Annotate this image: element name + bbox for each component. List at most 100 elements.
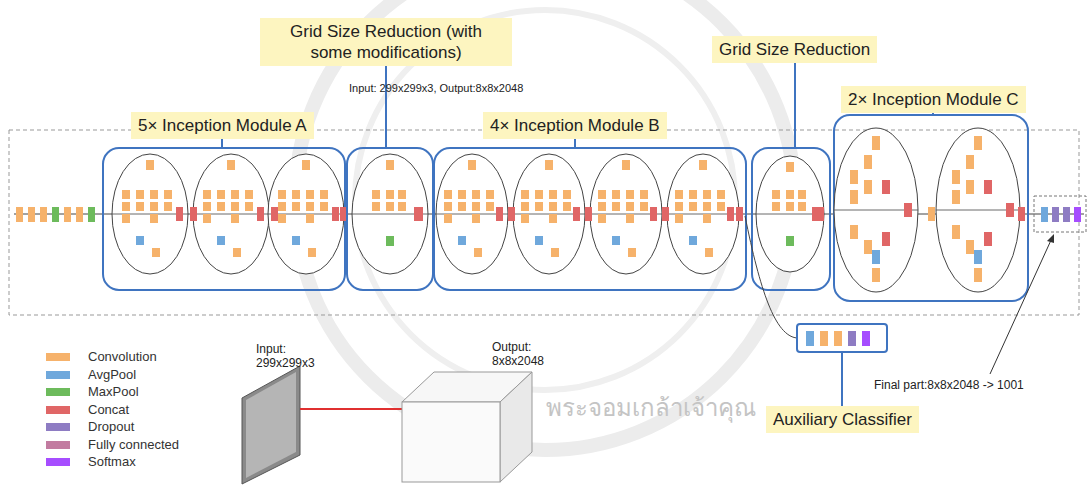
inception-module [936,128,1020,292]
layer-block [468,160,476,170]
inception-module [193,154,269,274]
output-cube-front [402,402,500,482]
output-cube-side [500,372,532,482]
aux-branch [745,216,797,338]
aux-layer [848,331,856,346]
inception-module [513,154,585,274]
layer-block [1018,207,1025,221]
layer-block [231,214,239,223]
layer-block [650,207,657,221]
callout-text: Grid Size Reduction [719,39,870,60]
legend-swatch [46,388,70,396]
layer-block [535,236,543,245]
layer-block [306,214,314,223]
layer-block [278,214,286,223]
layer-block [872,250,880,264]
arrow-head [1047,234,1054,243]
aux-layer [820,331,828,346]
layer-block [227,160,235,170]
inception-module [667,154,739,274]
leader-line [574,139,576,148]
layer-block [486,202,494,211]
layer-block [521,202,529,211]
layer-block [549,190,557,199]
layer-block [152,248,160,257]
layer-block [984,180,992,194]
callout-box: 4× Inception Module B [483,112,667,139]
layer-block [952,190,960,204]
layer-block [386,190,394,199]
module-group [834,115,1028,301]
layer-block [302,160,310,170]
layer-block [217,202,225,211]
layer-block [122,214,130,223]
layer-block [458,190,466,199]
leader-line [841,352,843,406]
dimension-note: Output: 8x8x2048 [492,340,554,368]
layer-block [306,190,314,199]
layer-block [626,214,634,223]
layer-block [864,180,872,194]
inception-module [112,154,188,274]
layer-block [545,160,553,170]
layer-block [176,207,183,221]
layer-block [257,207,264,221]
layer-block [472,214,480,223]
transform-arrow [300,408,412,410]
legend-swatch [46,406,70,414]
callout-box: Auxiliary Classifier [766,406,919,433]
callout-text: Grid Size Reduction (with some modificat… [267,21,505,63]
layer-block [203,190,211,199]
inception-module [352,154,428,274]
module-group [103,148,345,290]
leader-line [385,66,387,148]
layer-block [521,214,529,223]
layer-block [703,214,711,223]
layer-block [786,202,794,211]
layer-block [928,207,935,221]
module-group [434,148,746,290]
callout-text: 4× Inception Module B [490,115,660,136]
dimension-note: Input: 299x299x3, Output:8x8x2048 [349,82,523,95]
layer-block [703,190,711,199]
layer-block [292,236,300,245]
stem-layer [76,207,83,222]
layer-block [772,190,780,199]
layer-block [549,214,557,223]
layer-block [535,202,543,211]
inception-module [268,154,344,274]
legend-text: Convolution [88,349,157,364]
layer-block [271,207,278,221]
layer-block [521,190,529,199]
aux-group [797,324,887,352]
layer-block [508,207,515,221]
layer-block [164,202,172,211]
layer-block [320,202,328,211]
layer-block [727,207,734,221]
layer-block [952,225,960,239]
legend-swatch [46,441,70,449]
layer-block [372,190,380,199]
layer-block [717,190,725,199]
layer-block [563,202,571,211]
layer-block [850,170,858,184]
final-layer [1041,207,1048,222]
layer-block [864,155,872,169]
layer-block [798,190,806,199]
layer-block [689,236,697,245]
layer-block [872,268,880,282]
layer-block [486,190,494,199]
network-frame [9,130,1079,315]
callout-box: Grid Size Reduction (with some modificat… [260,18,512,66]
legend-text: Dropout [88,419,134,434]
layer-block [772,202,780,211]
layer-block [974,250,982,264]
layer-block [231,202,239,211]
layer-block [699,160,707,170]
layer-block [136,190,144,199]
legend-text: AvgPool [88,367,136,382]
layer-block [292,202,300,211]
layer-block [150,190,158,199]
layer-block [444,202,452,211]
